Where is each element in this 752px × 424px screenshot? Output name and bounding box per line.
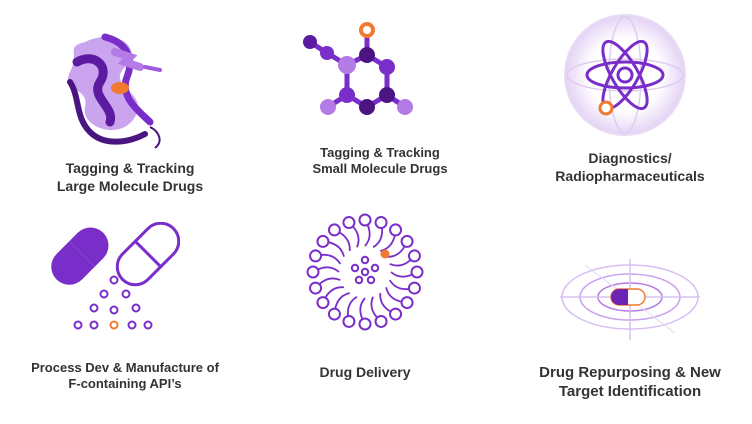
atom-icon xyxy=(564,14,686,136)
label-small-molecule: Tagging & Tracking Small Molecule Drugs xyxy=(312,145,448,177)
label-drug-repurposing: Drug Repurposing & New Target Identifica… xyxy=(539,364,721,400)
capsule-target-icon xyxy=(560,259,700,340)
capsule-particles-icon xyxy=(51,222,180,330)
label-drug-delivery: Drug Delivery xyxy=(319,364,411,380)
protein-ribbon-icon xyxy=(67,33,162,149)
label-diagnostics: Diagnostics/ Radiopharmaceuticals xyxy=(555,150,705,184)
label-large-molecule: Tagging & Tracking Large Molecule Drugs xyxy=(56,160,204,194)
label-process-dev: Process Dev & Manufacture of F-containin… xyxy=(31,360,219,392)
small-molecule-icon xyxy=(303,22,413,115)
micelle-icon xyxy=(306,213,424,331)
